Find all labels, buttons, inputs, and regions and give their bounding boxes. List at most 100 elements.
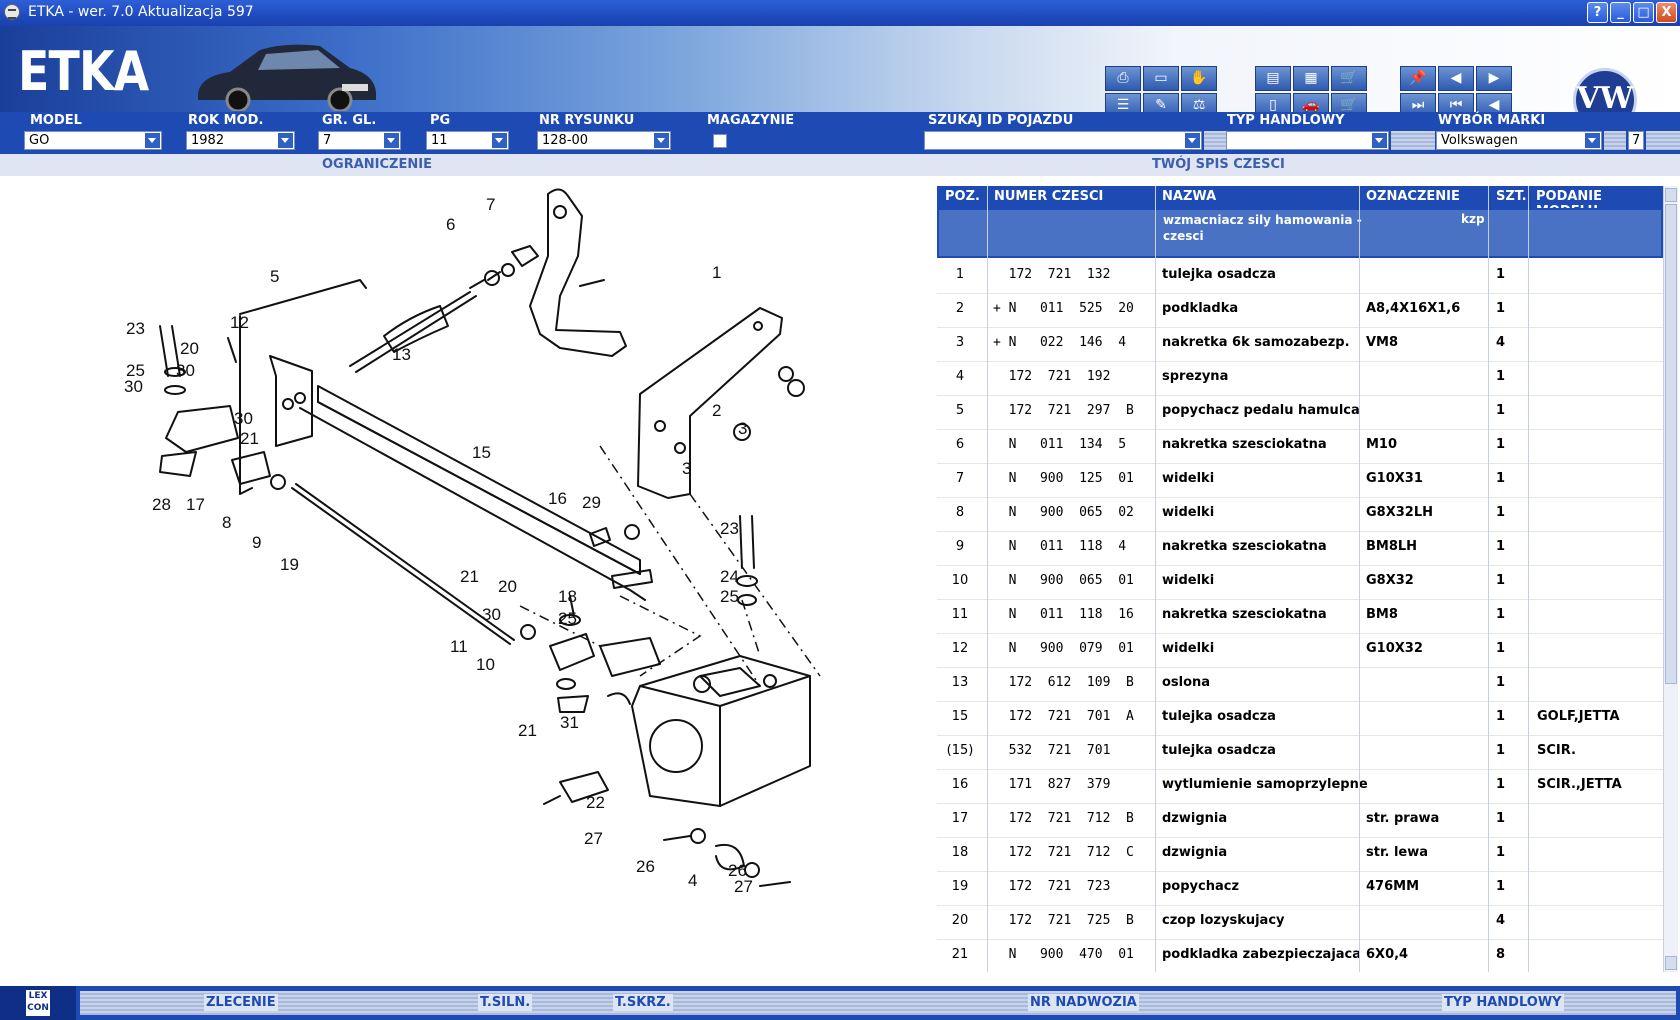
callout-number[interactable]: 21 bbox=[460, 567, 479, 586]
vehicle-id-select[interactable] bbox=[924, 131, 1202, 150]
callout-number[interactable]: 5 bbox=[270, 267, 279, 286]
restriction-tab[interactable]: OGRANICZENIE bbox=[322, 157, 432, 172]
handshake-icon[interactable]: ✋ bbox=[1181, 66, 1217, 91]
table-scrollbar[interactable] bbox=[1663, 186, 1678, 972]
chevron-down-icon[interactable] bbox=[145, 133, 160, 148]
callout-number[interactable]: 3 bbox=[682, 459, 691, 478]
skip-end-icon[interactable]: ⏭ bbox=[1400, 93, 1436, 118]
year-select[interactable]: 1982 bbox=[186, 131, 295, 150]
printer-icon[interactable]: ⎙ bbox=[1105, 66, 1141, 91]
brand-code-field[interactable]: 7 bbox=[1628, 131, 1644, 150]
callout-number[interactable]: 30 bbox=[234, 409, 253, 428]
parts-list-tab[interactable]: TWÓJ SPIS CZESCI bbox=[1152, 157, 1285, 172]
callout-number[interactable]: 22 bbox=[586, 793, 605, 812]
scroll-thumb[interactable] bbox=[1665, 204, 1677, 684]
close-button[interactable]: X bbox=[1656, 2, 1677, 23]
callout-number[interactable]: 23 bbox=[126, 319, 145, 338]
callout-number[interactable]: 12 bbox=[230, 313, 249, 332]
page-back-icon[interactable]: ◀ bbox=[1438, 66, 1474, 91]
callout-number[interactable]: 9 bbox=[252, 533, 261, 552]
scroll-up-icon[interactable] bbox=[1665, 188, 1677, 202]
order-button[interactable]: ZLECENIE bbox=[204, 994, 278, 1011]
callout-number[interactable]: 3 bbox=[738, 419, 747, 438]
main-group-select[interactable]: 7 bbox=[318, 131, 401, 150]
body-number-button[interactable]: NR NADWOZIA bbox=[1028, 994, 1139, 1011]
col-designation[interactable]: OZNACZENIE bbox=[1366, 189, 1460, 204]
model-select[interactable]: GO bbox=[24, 131, 162, 150]
callout-number[interactable]: 20 bbox=[180, 339, 199, 358]
callout-number[interactable]: 2 bbox=[712, 401, 721, 420]
chevron-down-icon[interactable] bbox=[492, 133, 507, 148]
callout-number[interactable]: 29 bbox=[582, 493, 601, 512]
col-name[interactable]: NAZWA bbox=[1162, 189, 1217, 204]
callout-number[interactable]: 10 bbox=[476, 655, 495, 674]
scroll-down-icon[interactable] bbox=[1665, 956, 1677, 970]
callout-number[interactable]: 31 bbox=[560, 713, 579, 732]
callout-number[interactable]: 20 bbox=[498, 577, 517, 596]
callout-number[interactable]: 30 bbox=[176, 361, 195, 380]
callout-number[interactable]: 26 bbox=[728, 861, 747, 880]
callout-number[interactable]: 27 bbox=[584, 829, 603, 848]
callout-number[interactable]: 1 bbox=[712, 263, 721, 282]
system-menu-icon[interactable] bbox=[4, 4, 20, 20]
col-poz[interactable]: POZ. bbox=[945, 189, 980, 204]
drawing-select[interactable]: 128-00 bbox=[537, 131, 671, 150]
callout-number[interactable]: 30 bbox=[482, 605, 501, 624]
warehouse-checkbox[interactable] bbox=[713, 134, 727, 148]
chevron-down-icon[interactable] bbox=[1185, 133, 1200, 148]
callout-number[interactable]: 21 bbox=[240, 429, 259, 448]
col-qty[interactable]: SZT. bbox=[1496, 189, 1527, 204]
col-part-number[interactable]: NUMER CZESCI bbox=[994, 189, 1104, 204]
chevron-down-icon[interactable] bbox=[654, 133, 669, 148]
group-header-row[interactable]: wzmacniacz sily hamowania - czesci kzp bbox=[937, 208, 1663, 258]
callout-number[interactable]: 11 bbox=[450, 637, 468, 656]
cart-add-icon[interactable]: 🛒 bbox=[1331, 66, 1367, 91]
pin-icon[interactable]: 📌 bbox=[1400, 66, 1436, 91]
help-button[interactable]: ? bbox=[1587, 2, 1608, 23]
callout-number[interactable]: 13 bbox=[392, 345, 411, 364]
callout-number[interactable]: 26 bbox=[636, 857, 655, 876]
chevron-down-icon[interactable] bbox=[1372, 133, 1387, 148]
maximize-button[interactable]: □ bbox=[1633, 2, 1654, 23]
gearbox-type-button[interactable]: T.SKRZ. bbox=[613, 994, 673, 1011]
parts-diagram[interactable]: 1233456789101112131516171819202021212122… bbox=[0, 176, 935, 984]
trade-type-select[interactable] bbox=[1226, 131, 1389, 150]
callout-number[interactable]: 15 bbox=[472, 443, 491, 462]
monitor-icon[interactable]: ▭ bbox=[1143, 66, 1179, 91]
trade-type-button[interactable]: TYP HANDLOWY bbox=[1442, 994, 1564, 1011]
page-forward-icon[interactable]: ▶ bbox=[1476, 66, 1512, 91]
callout-number[interactable]: 24 bbox=[720, 567, 739, 586]
callout-number[interactable]: 6 bbox=[446, 215, 455, 234]
callout-number[interactable]: 7 bbox=[486, 195, 495, 214]
engine-type-button[interactable]: T.SILN. bbox=[478, 994, 533, 1011]
callout-number[interactable]: 30 bbox=[124, 377, 143, 396]
minimize-button[interactable]: _ bbox=[1610, 2, 1631, 23]
callout-number[interactable]: 25 bbox=[558, 609, 577, 628]
pg-select[interactable]: 11 bbox=[426, 131, 509, 150]
callout-number[interactable]: 28 bbox=[152, 495, 171, 514]
brand-select[interactable]: Volkswagen bbox=[1436, 131, 1602, 150]
chevron-down-icon[interactable] bbox=[1585, 133, 1600, 148]
callout-number[interactable]: 25 bbox=[126, 361, 145, 380]
callout-number[interactable]: 23 bbox=[720, 519, 739, 538]
callout-number[interactable]: 21 bbox=[518, 721, 537, 740]
callout-number[interactable]: 18 bbox=[558, 587, 577, 606]
